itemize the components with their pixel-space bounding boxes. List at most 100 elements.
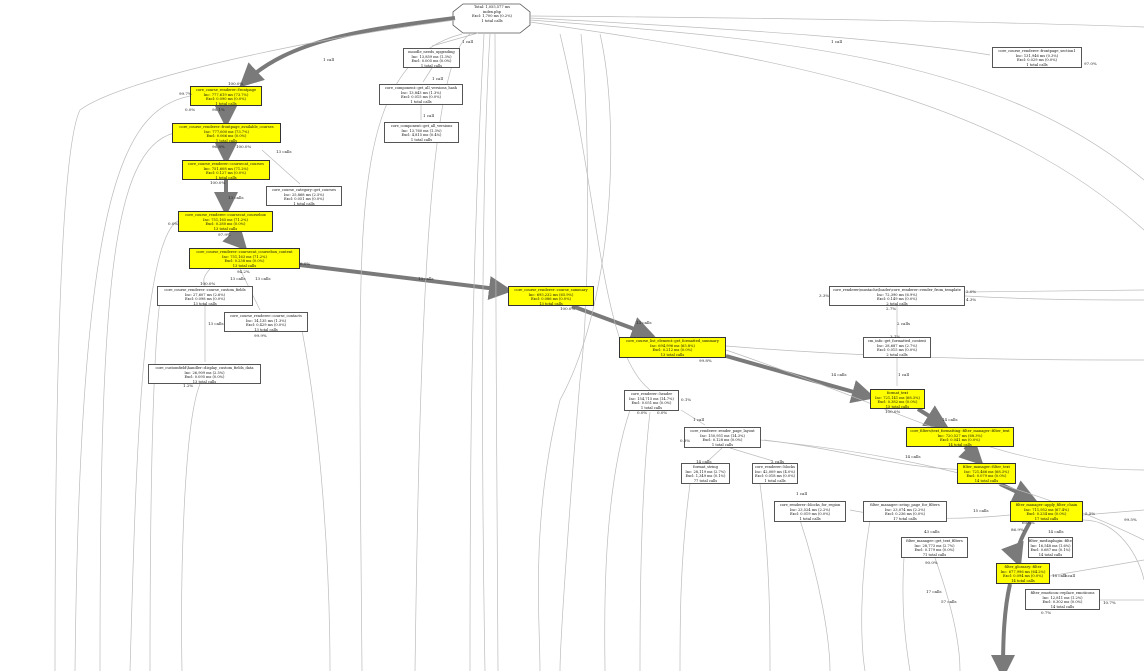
edge-percentage: 3.1% <box>890 334 901 339</box>
node-line: Excl: 0.041 ms (0.0%) <box>940 438 980 443</box>
edge-light <box>759 439 1144 541</box>
graph-node-frontpage-section[interactable]: core_course_renderer::frontpage_section1… <box>992 47 1082 68</box>
edge-light <box>763 439 981 471</box>
node-line: core_course_renderer::frontpage_availabl… <box>179 125 274 129</box>
edge-light <box>494 33 499 671</box>
node-line: 14 total calls <box>1011 578 1035 583</box>
edge-light <box>359 33 463 671</box>
node-line: Inc: 721,466 ms (68.3%) <box>964 469 1009 474</box>
edge-light <box>559 33 588 671</box>
edge-light <box>559 33 651 391</box>
node-line: Excl: 4,815 ms (0.4%) <box>401 133 442 138</box>
edge-call-count: 2 calls <box>897 321 911 326</box>
edge-percentage: 100.0% <box>560 306 576 311</box>
edge-light <box>469 33 485 671</box>
edge-percentage: 0.3% <box>680 438 691 443</box>
graph-node-formatted-summary[interactable]: core_course_list_element::get_formatted_… <box>619 337 726 358</box>
root-node[interactable]: Total: 1,055,577 ms index.php Excl: 1,70… <box>455 5 529 23</box>
edge-percentage: 0.1% <box>681 397 692 402</box>
edge-light <box>725 345 1144 361</box>
edge-call-count: 1 call <box>323 57 334 62</box>
edge-chain-glossary <box>1001 521 1032 568</box>
node-line: 1 total calls <box>215 101 237 106</box>
edge-percentage: 100.0% <box>236 144 252 149</box>
node-line: 2 total calls <box>886 352 908 357</box>
node-line: 1 total calls <box>799 516 821 521</box>
edge-light <box>934 557 961 671</box>
node-line: filter_manager::get_text_filters <box>906 539 963 543</box>
node-line: Excl: 0.079 ms (0.0%) <box>966 474 1007 479</box>
node-line: Excl: 0.095 ms (0.0%) <box>184 375 225 380</box>
edge-root-frontpage <box>239 16 456 88</box>
edge-light <box>529 21 1144 231</box>
edge-percentage: 97.0% <box>1084 61 1097 66</box>
edge-percentage: 99.8% <box>699 358 712 363</box>
edge-light <box>964 289 1144 293</box>
node-line: 13 total calls <box>232 263 257 268</box>
graph-node-coursebox[interactable]: core_course_renderer::coursecat_coursebo… <box>178 211 273 232</box>
node-line: Inc: 42,009 ms (4.0%) <box>754 469 796 474</box>
edge-light <box>99 132 175 671</box>
graph-node-coursebox-content[interactable]: core_course_renderer::coursecat_coursebo… <box>189 248 300 269</box>
node-line: 13 total calls <box>213 226 238 231</box>
edge-call-count: 14 calls <box>905 454 921 459</box>
node-line: format_string <box>693 465 718 469</box>
edge-call-count: 2 calls <box>771 459 785 464</box>
graph-node-render-template[interactable]: core_renderer\mustache\loader\core_rende… <box>829 286 965 306</box>
graph-node-frontpage-avail[interactable]: core_course_renderer::frontpage_availabl… <box>172 123 281 143</box>
edge-call-count: 18 calls <box>1052 573 1068 578</box>
edge-call-count: 13 calls <box>230 276 246 281</box>
node-line: Inc: 23,074 ms (2.2%) <box>884 507 926 512</box>
edge-formattext-apply <box>916 405 949 429</box>
node-line: 1 total calls <box>420 63 443 68</box>
node-line: Inc: 13,843 ms (1.3%) <box>400 90 442 95</box>
edge-light <box>861 519 871 671</box>
node-line: 1 total calls <box>215 175 237 180</box>
edge-call-count: 1 call <box>796 491 807 496</box>
node-line: 1 total calls <box>293 201 315 206</box>
node-line: 1 total calls <box>640 405 663 410</box>
root-excl: Excl: 1,700 ms (0.2%) <box>472 14 512 19</box>
edge-call-count: 1 call <box>693 417 704 422</box>
graph-node-custom-fields[interactable]: core_course_renderer::course_custom_fiel… <box>157 286 253 306</box>
graph-node-apply-filter[interactable]: core_filters\text_formatting::filter_man… <box>906 427 1014 447</box>
node-line: core_renderer::header <box>630 392 673 396</box>
edge-light <box>203 268 211 287</box>
node-line: filter_glossary::filter <box>1004 565 1042 569</box>
node-line: core_course_renderer::frontpage <box>195 88 257 92</box>
node-line: Inc: 28,773 ms (2.7%) <box>914 543 955 548</box>
edge-light <box>149 299 161 671</box>
edge-formatted-formattext <box>725 354 876 404</box>
node-line: core_component::get_all_versions <box>390 124 453 128</box>
node-line: Excl: 0.005 ms (0.0%) <box>411 59 452 64</box>
graph-node-display-custom[interactable]: core_customfield\handler::display_custom… <box>148 364 261 384</box>
node-line: Excl: 0.179 ms (0.0%) <box>914 548 955 553</box>
edge-percentage: 99.7% <box>179 91 192 96</box>
root-calls: 1 total calls <box>481 18 503 23</box>
node-line: 13 total calls <box>193 301 217 306</box>
edge-light <box>729 447 774 462</box>
node-line: 1 total calls <box>410 99 432 104</box>
